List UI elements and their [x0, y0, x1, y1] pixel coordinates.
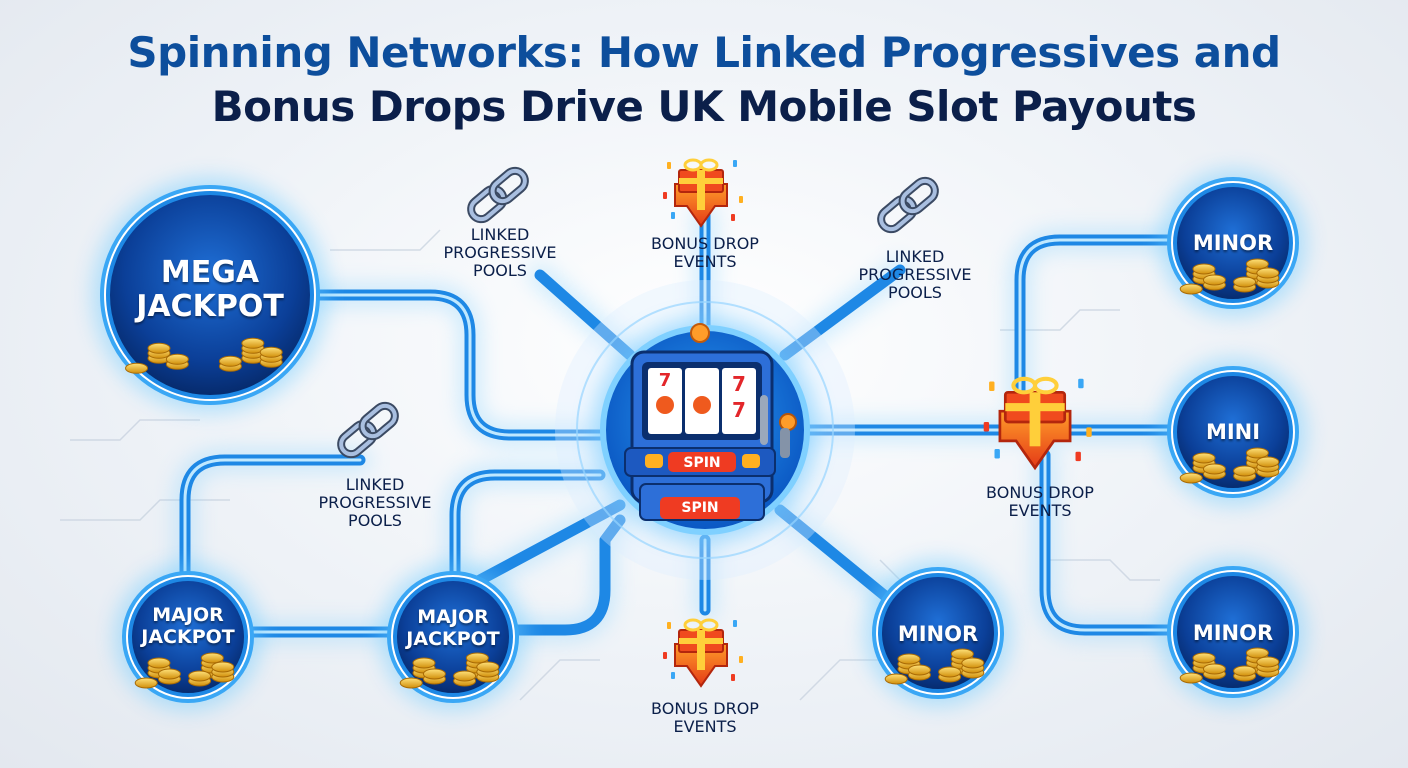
gift-drop-icon: [663, 618, 743, 688]
linked-pools-label-mid-left: LINKED PROGRESSIVE POOLS: [318, 475, 432, 530]
coin-stack-icon: [134, 652, 235, 689]
chain-link-icon: [337, 401, 399, 459]
reel-seven-2: 7: [732, 398, 746, 422]
chain-link-icon: [467, 166, 529, 224]
coin-stack-icon: [1179, 647, 1280, 684]
coin-stack-icon: [399, 652, 500, 689]
bonus-drop-label-top: BONUS DROP EVENTS: [651, 234, 759, 271]
gift-drop-icon: [983, 376, 1092, 471]
reel-seven-3: 7: [658, 370, 672, 391]
minor-top-right-label: MINOR: [1192, 231, 1274, 255]
minor-bottom-label: MINOR: [897, 622, 979, 646]
coin-stack-icon: [125, 337, 283, 374]
minor-top-right-node: [1159, 169, 1307, 317]
minor-bottom-right-node: [1159, 558, 1307, 706]
gift-drop-icon: [663, 158, 743, 228]
title-line-1: Spinning Networks: How Linked Progressiv…: [127, 28, 1281, 77]
major-jackpot-mid-node: [379, 563, 527, 711]
bonus-drop-label-right: BONUS DROP EVENTS: [986, 483, 1094, 520]
bonus-drop-label-bottom: BONUS DROP EVENTS: [651, 699, 759, 736]
spin-button-bottom: SPIN: [681, 500, 719, 516]
jackpot-nodes: [92, 169, 1307, 711]
reel-seven-1: 7: [732, 372, 746, 396]
mini-right-node: [1159, 358, 1307, 506]
major-jackpot-left-label: MAJOR JACKPOT: [141, 604, 235, 648]
linked-pools-label-top-right: LINKED PROGRESSIVE POOLS: [858, 247, 972, 302]
title-line-2: Bonus Drops Drive UK Mobile Slot Payouts: [211, 82, 1197, 131]
slot-machine-icon: [624, 350, 797, 521]
mega-jackpot-node: [92, 177, 328, 413]
minor-bottom-node: [864, 559, 1012, 707]
coin-stack-icon: [1179, 258, 1280, 295]
minor-bottom-right-label: MINOR: [1192, 621, 1274, 645]
coin-stack-icon: [884, 648, 985, 685]
spin-button-top: SPIN: [683, 455, 721, 471]
mini-right-label: MINI: [1205, 420, 1261, 444]
icon-layer: [337, 158, 1092, 688]
coin-stack-icon: [1179, 447, 1280, 484]
chain-link-icon: [877, 176, 939, 234]
network-pipes: [174, 204, 1186, 651]
major-jackpot-mid-label: MAJOR JACKPOT: [406, 606, 500, 650]
major-jackpot-left-node: [114, 563, 262, 711]
mega-jackpot-label: MEGA JACKPOT: [136, 255, 284, 324]
linked-pools-label-top-left: LINKED PROGRESSIVE POOLS: [443, 225, 557, 280]
